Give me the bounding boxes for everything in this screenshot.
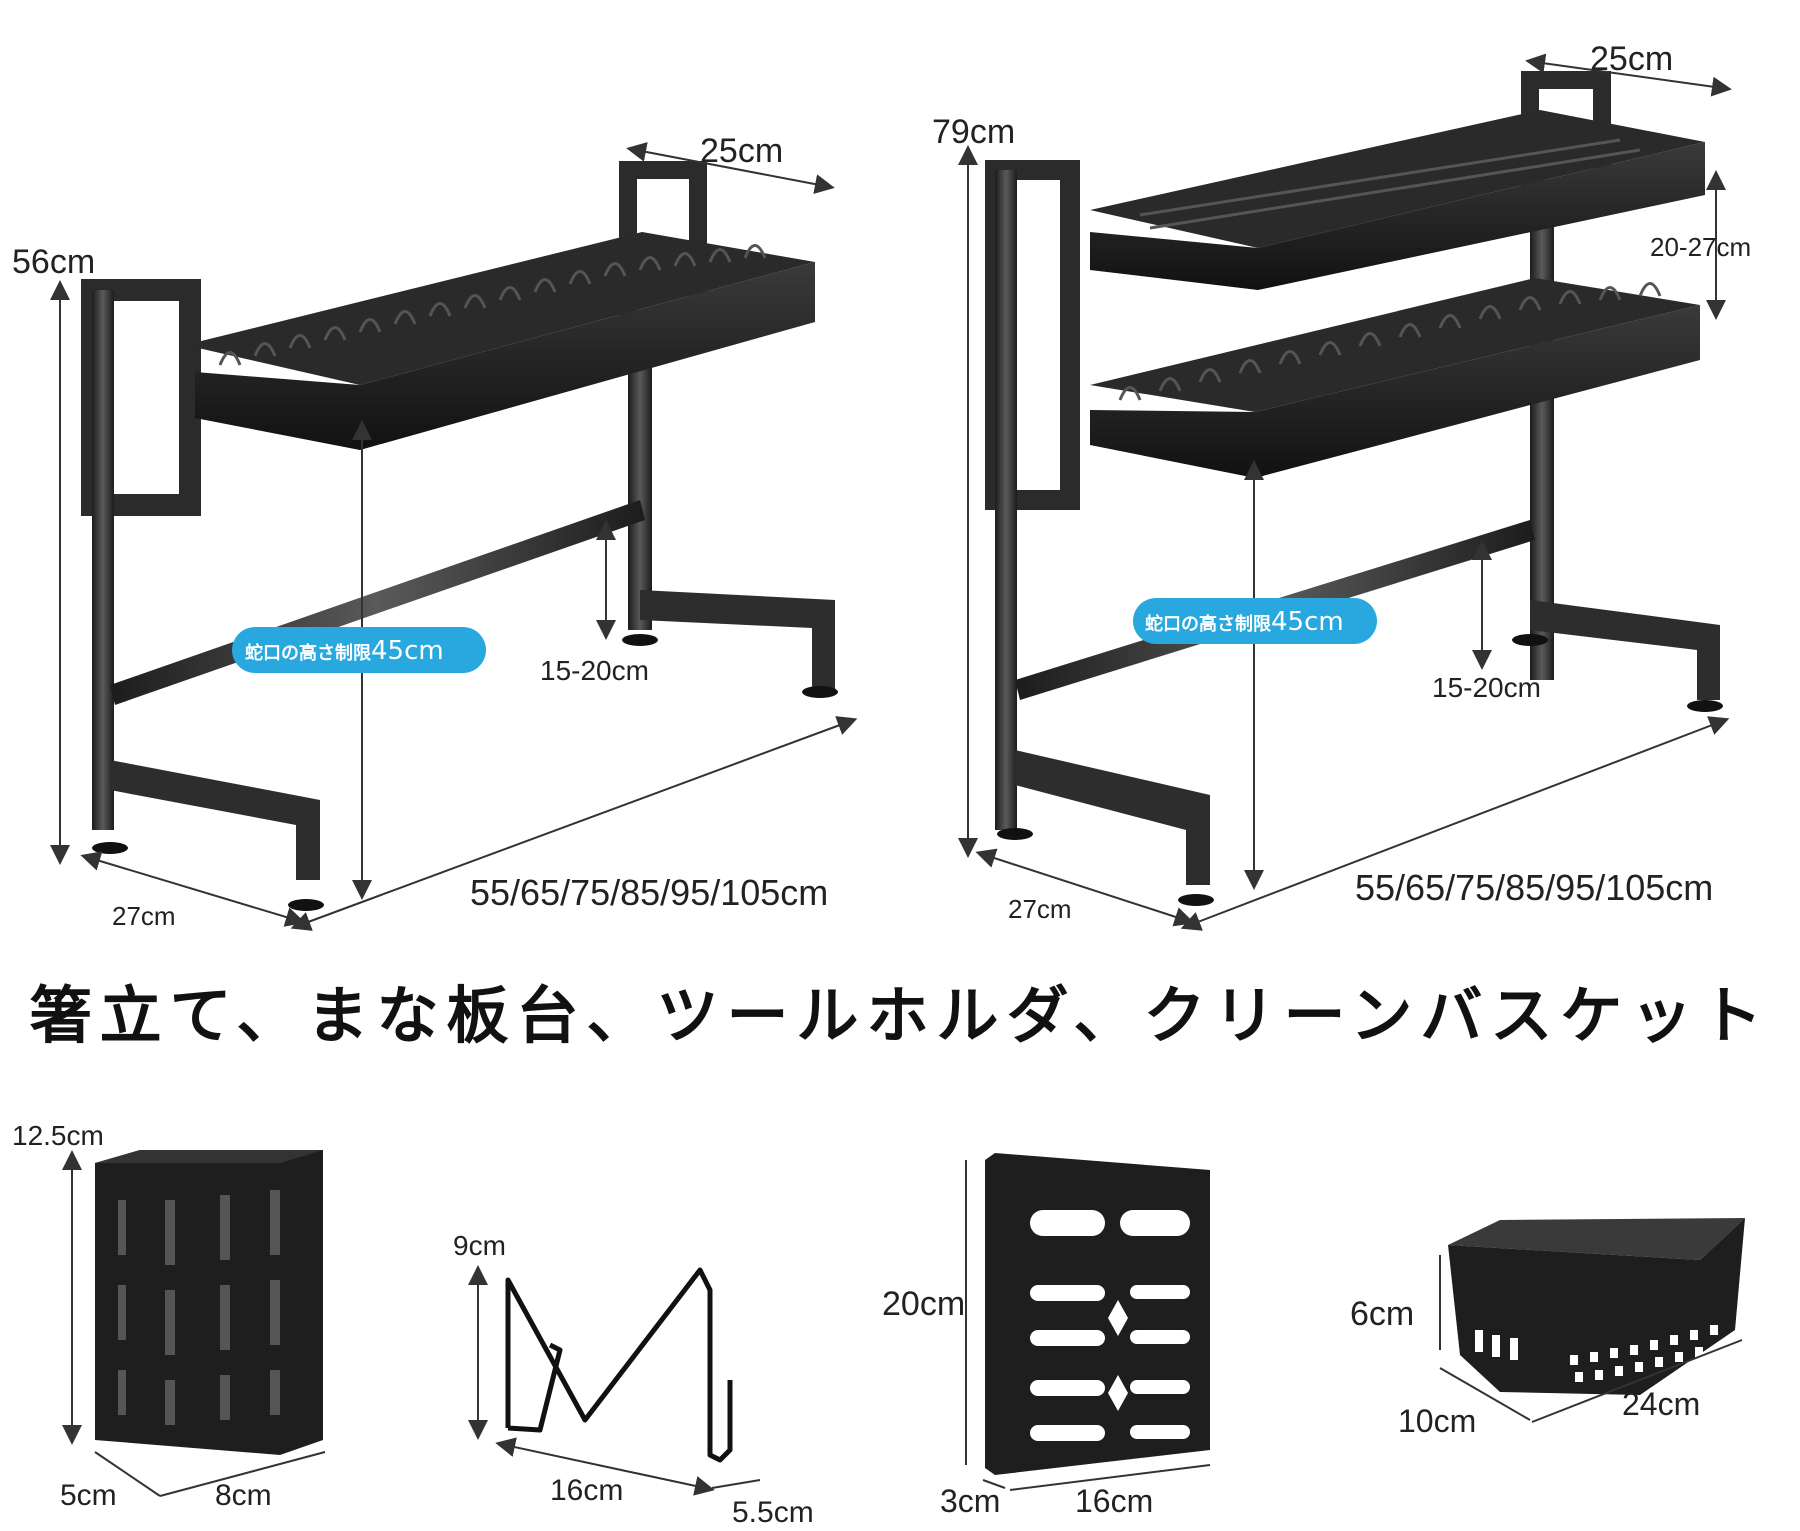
rack-1: 蛇口の高さ制限45cm 56cm 25cm 15-20cm 55/65/75/8… bbox=[12, 132, 858, 931]
rack-1-leg-adjust: 15-20cm bbox=[540, 655, 649, 686]
basket-width: 24cm bbox=[1622, 1386, 1700, 1422]
svg-text:蛇口の高さ制限45cm: 蛇口の高さ制限45cm bbox=[1145, 607, 1344, 637]
tool-holder-width: 16cm bbox=[1075, 1483, 1153, 1519]
rack-1-depth: 27cm bbox=[112, 901, 176, 931]
rack-2-width: 55/65/75/85/95/105cm bbox=[1355, 867, 1713, 908]
board-stand-width: 16cm bbox=[550, 1474, 623, 1507]
basket-height: 6cm bbox=[1350, 1295, 1414, 1333]
rack-2-leg-adjust: 15-20cm bbox=[1432, 672, 1541, 703]
svg-text:蛇口の高さ制限45cm: 蛇口の高さ制限45cm bbox=[245, 636, 444, 666]
chopstick-width: 8cm bbox=[215, 1479, 272, 1512]
tool-holder-depth: 3cm bbox=[940, 1483, 1000, 1519]
rack-2-depth: 27cm bbox=[1008, 894, 1072, 924]
faucet-badge-2 bbox=[1133, 598, 1377, 644]
rack-2-shelf-gap: 20-27cm bbox=[1650, 232, 1751, 262]
board-stand-depth: 5.5cm bbox=[732, 1496, 814, 1529]
chopstick-height: 12.5cm bbox=[12, 1120, 104, 1151]
board-stand: 9cm 16cm 5.5cm bbox=[453, 1230, 814, 1529]
tool-holder-height: 20cm bbox=[882, 1285, 965, 1323]
rack-1-width: 55/65/75/85/95/105cm bbox=[470, 872, 828, 913]
clean-basket: 6cm 10cm 24cm bbox=[1350, 1218, 1745, 1439]
chopstick-holder: 12.5cm 5cm 8cm bbox=[12, 1120, 326, 1512]
rack-2: 蛇口の高さ制限45cm 79cm 25cm 20-27cm 15-20cm 55… bbox=[932, 40, 1751, 931]
faucet-badge-1 bbox=[232, 627, 486, 673]
tool-holder: 20cm 3cm 16cm bbox=[882, 1153, 1211, 1519]
basket-depth: 10cm bbox=[1398, 1403, 1476, 1439]
chopstick-depth: 5cm bbox=[60, 1479, 117, 1512]
accessories-heading: 箸立て、まな板台、ツールホルダ、クリーンバスケット bbox=[29, 979, 1771, 1052]
rack-2-height: 79cm bbox=[932, 113, 1015, 151]
rack-1-depth-top: 25cm bbox=[700, 132, 783, 170]
board-stand-height: 9cm bbox=[453, 1230, 506, 1261]
rack-2-depth-top: 25cm bbox=[1590, 40, 1673, 78]
rack-1-height: 56cm bbox=[12, 243, 95, 281]
